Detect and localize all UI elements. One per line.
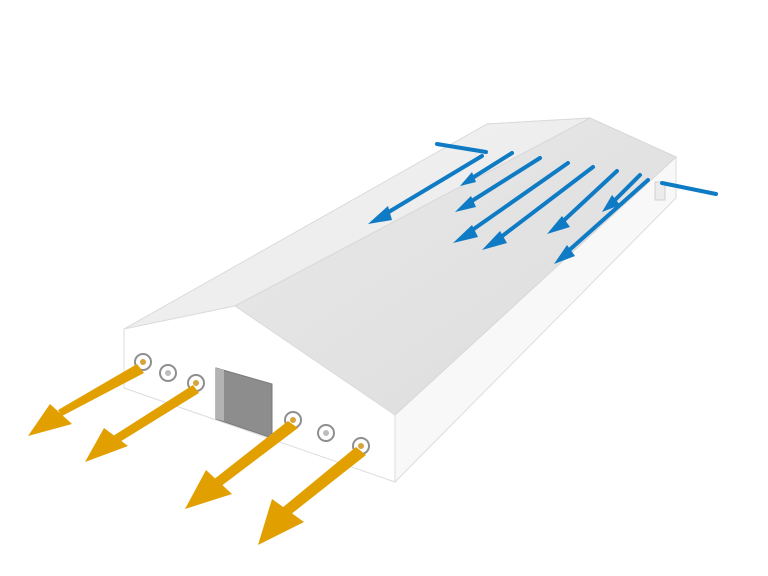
intake-arrow [368, 154, 484, 224]
intake-arrow [435, 142, 488, 154]
intake-arrow [547, 169, 619, 234]
intake-arrow [660, 181, 718, 196]
exhaust-arrow [85, 385, 199, 462]
intake-arrow [455, 156, 542, 212]
fan-icon [134, 353, 152, 371]
side-inlet [654, 181, 666, 201]
fan-icon [317, 424, 335, 442]
exhaust-arrow [185, 421, 298, 509]
exhaust-arrow [28, 364, 144, 436]
intake-arrow [602, 173, 642, 212]
intake-arrow [482, 165, 595, 250]
exhaust-arrow [258, 447, 366, 545]
intake-airflow-arrows [368, 142, 718, 264]
intake-arrow [453, 161, 570, 243]
fan-icon [159, 364, 177, 382]
exhaust-airflow-arrows [28, 364, 366, 545]
intake-arrow [554, 178, 650, 264]
intake-arrow [460, 151, 514, 186]
